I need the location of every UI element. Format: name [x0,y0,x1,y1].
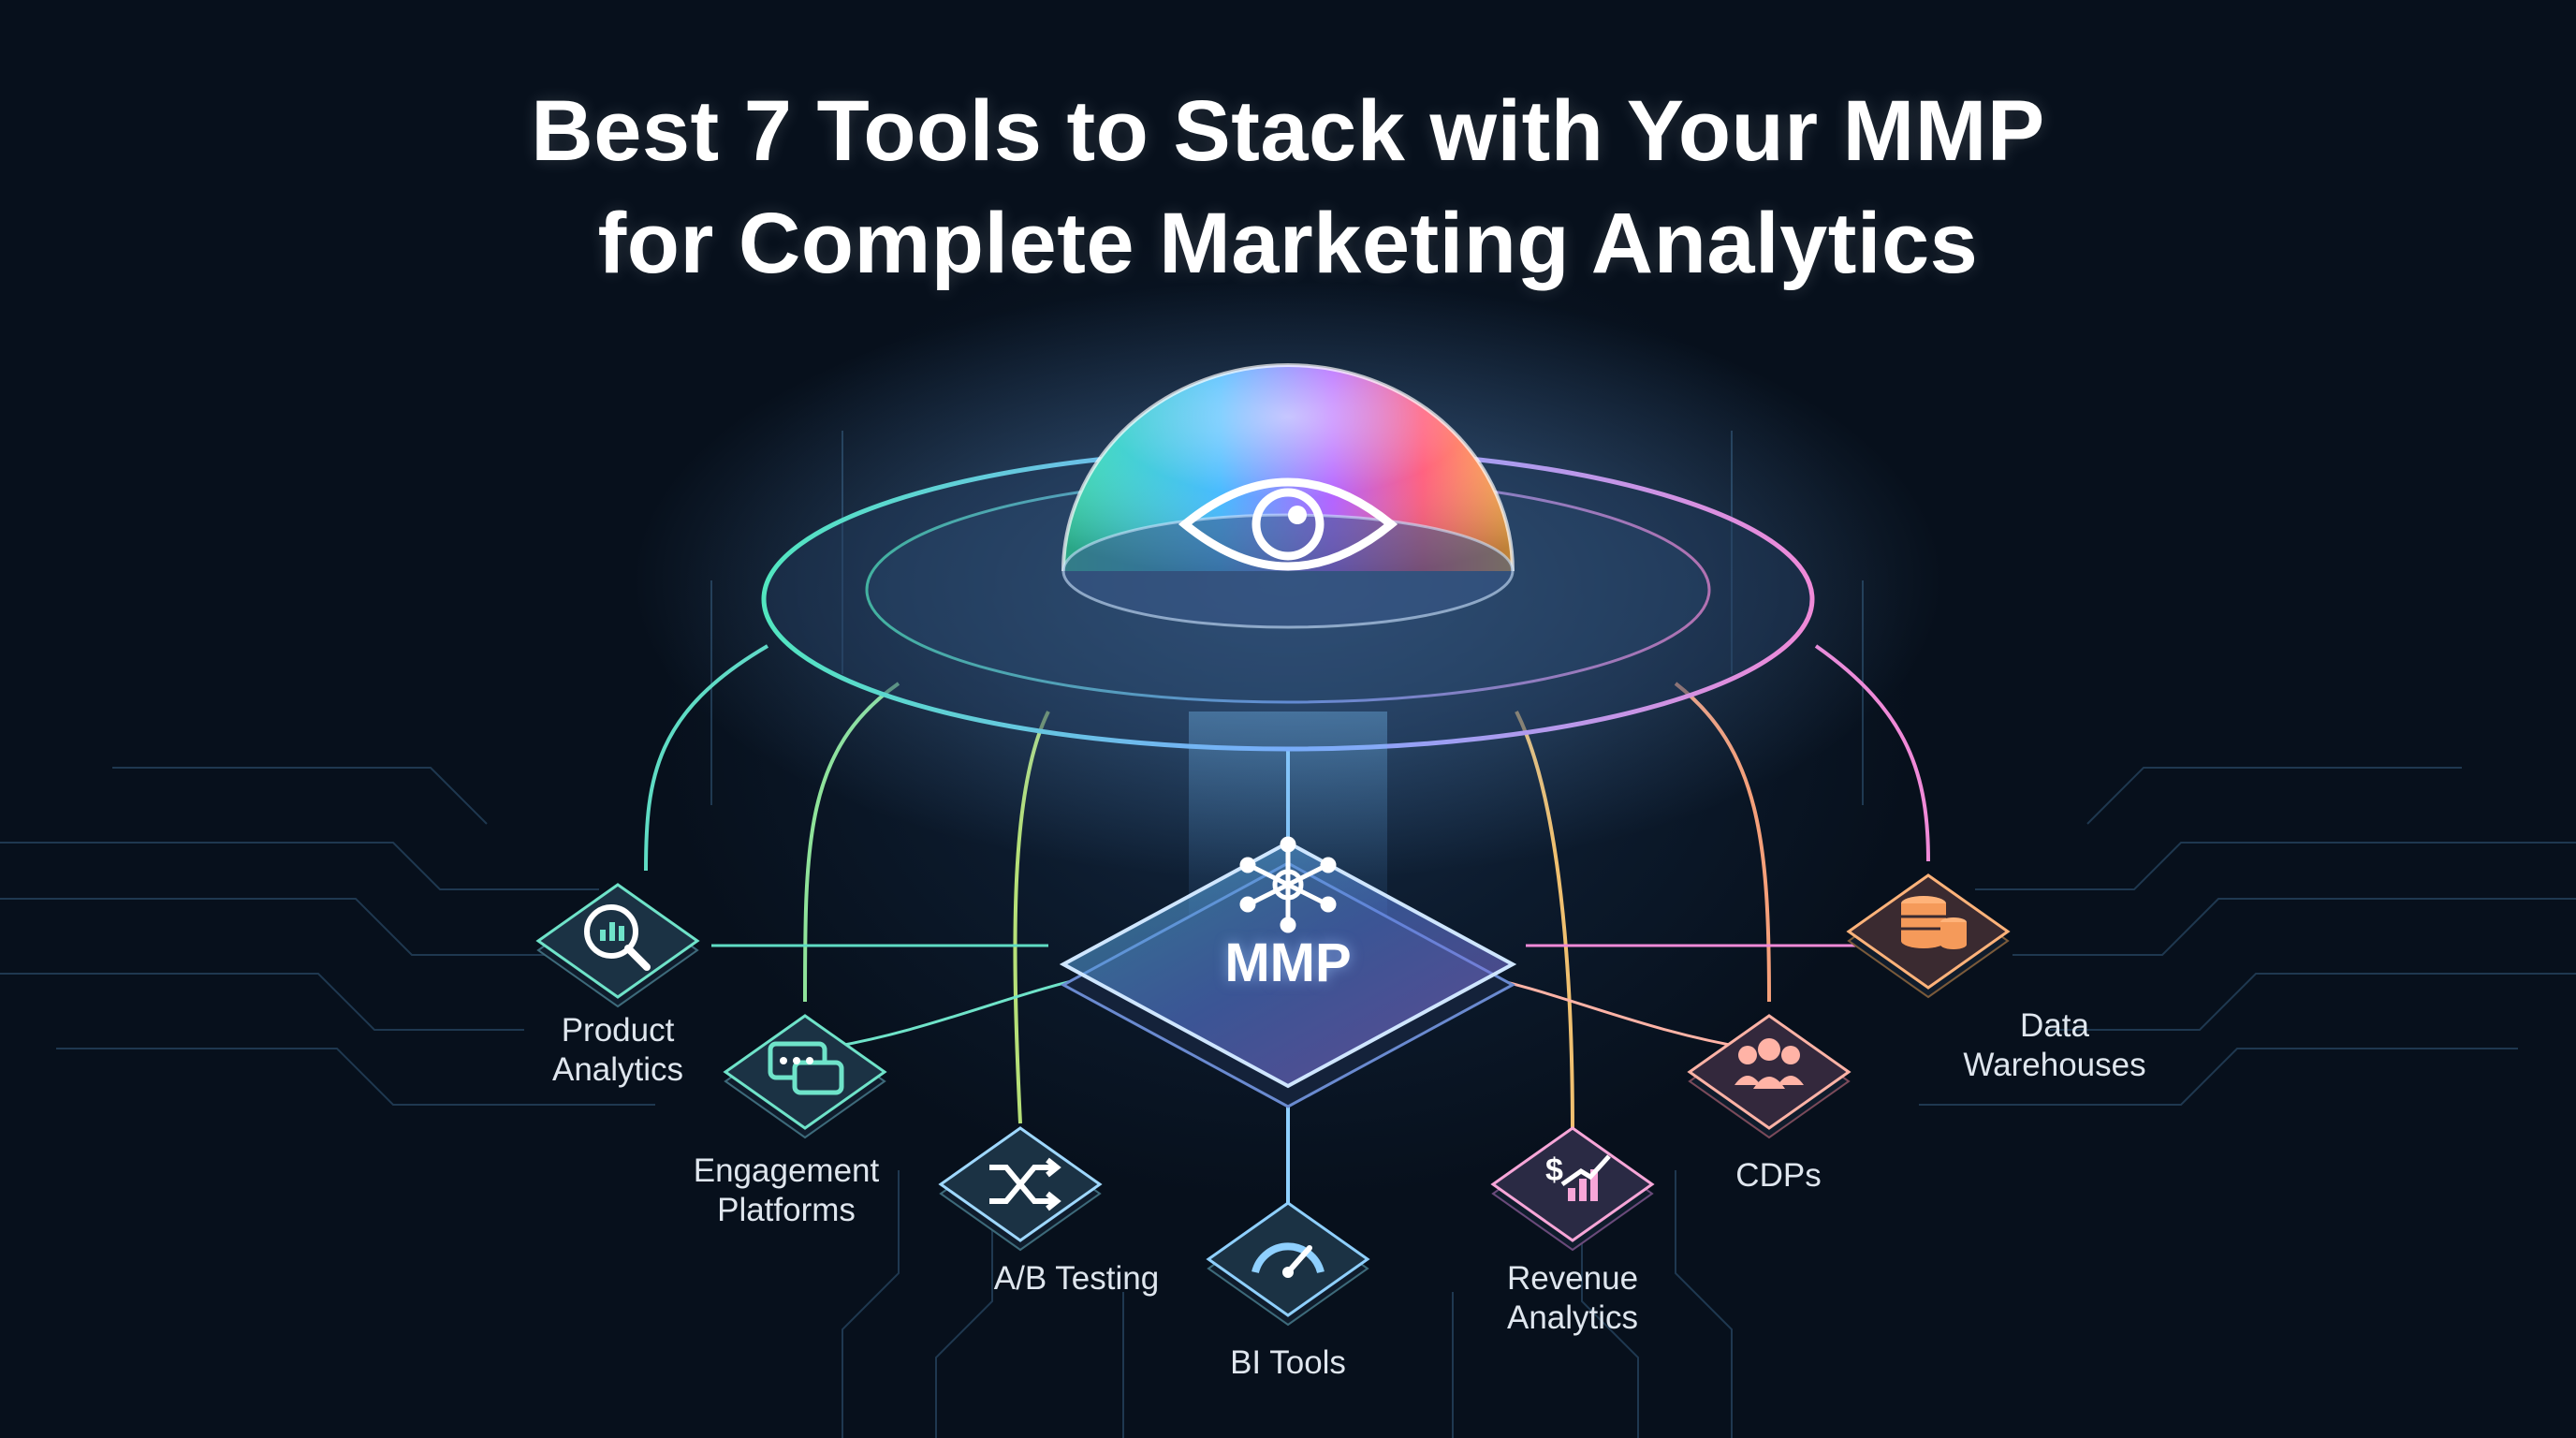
gauge-icon [1206,1201,1370,1327]
mmp-hub-label: MMP [1224,932,1352,993]
network-hub-icon [1239,836,1337,933]
mmp-hub[interactable] [1059,836,1517,1108]
title-line-2: for Complete Marketing Analytics [597,196,1979,291]
tool-label-ab-testing: A/B Testing [993,1260,1160,1297]
title-line-1: Best 7 Tools to Stack with Your MMP [531,83,2045,179]
chat-bubbles-icon [723,1014,887,1139]
database-stack-icon [1846,873,2011,999]
shuffle-arrows-icon [938,1126,1103,1252]
magnifier-chart-icon [535,883,700,1008]
eye-icon [1178,477,1398,571]
tool-label-cdps: CDPs [1735,1157,1822,1194]
people-group-icon [1687,1014,1852,1139]
svg-text:$: $ [1545,1152,1563,1188]
dollar-growth-chart-icon: $ [1490,1126,1655,1252]
tool-label-bi-tools: BI Tools [1230,1344,1346,1381]
